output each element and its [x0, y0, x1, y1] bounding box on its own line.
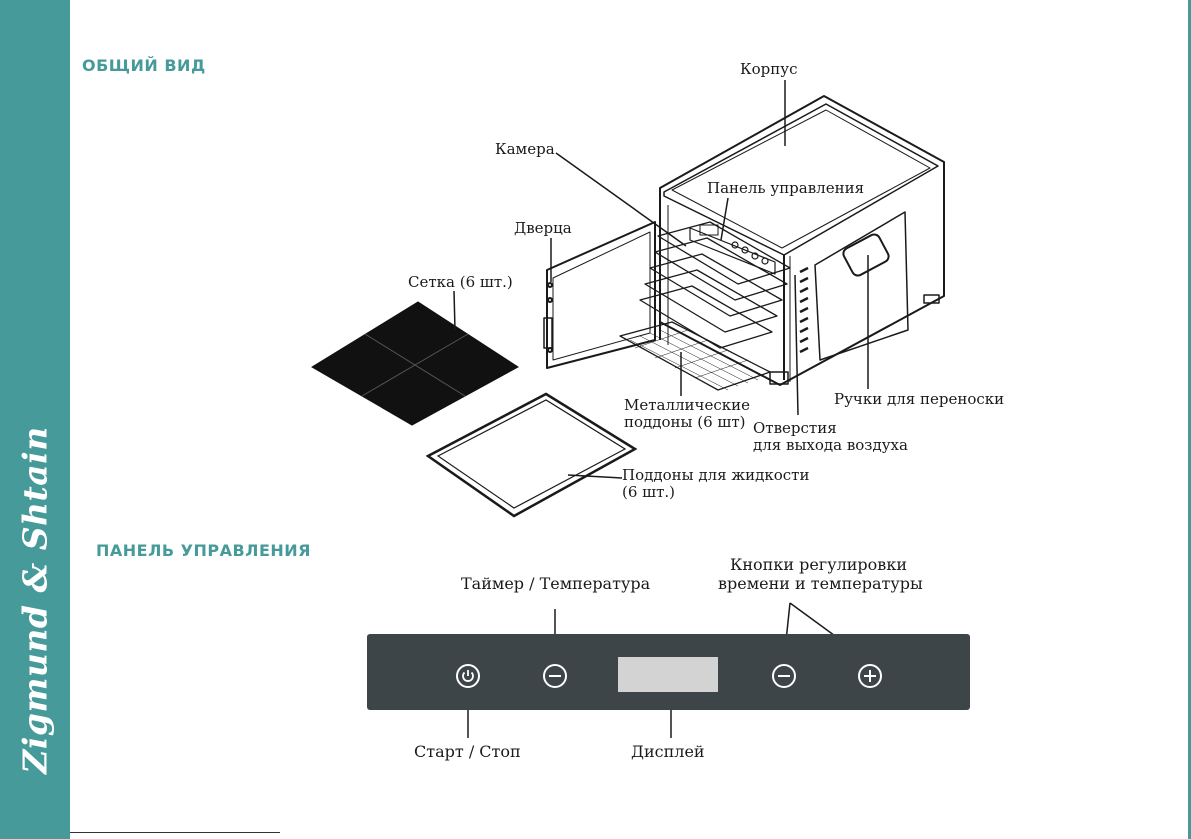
label-air-vents-2: для выхода воздуха [753, 437, 908, 454]
liquid-tray [428, 394, 635, 516]
label-air-vents-1: Отверстия [753, 420, 837, 437]
label-mesh: Сетка (6 шт.) [408, 274, 513, 291]
label-body: Корпус [740, 61, 797, 78]
display-screen [618, 657, 718, 692]
label-display: Дисплей [631, 743, 705, 760]
timer-temp-minus-icon[interactable] [543, 664, 567, 688]
label-metal-trays-2: поддоны (6 шт) [624, 414, 746, 431]
label-adjust-2: времени и температуры [718, 575, 923, 592]
label-liquid-trays-1: Поддоны для жидкости [622, 467, 809, 484]
label-chamber: Камера [495, 141, 555, 158]
side-panel [815, 212, 908, 360]
label-handles: Ручки для переноски [834, 391, 1004, 408]
label-timer-temp: Таймер / Температура [461, 575, 650, 592]
footer-rule [70, 832, 280, 833]
decrease-minus-icon[interactable] [772, 664, 796, 688]
mesh-sheet [312, 302, 518, 425]
label-door: Дверца [514, 220, 572, 237]
power-icon[interactable] [456, 664, 480, 688]
label-adjust-1: Кнопки регулировки [730, 556, 907, 573]
metal-trays [620, 222, 790, 390]
label-start-stop: Старт / Стоп [414, 743, 521, 760]
increase-plus-icon[interactable] [858, 664, 882, 688]
label-liquid-trays-2: (6 шт.) [622, 484, 675, 501]
label-control-panel: Панель управления [707, 180, 864, 197]
control-panel [367, 634, 970, 710]
carry-handle [841, 232, 890, 277]
air-vents [800, 268, 808, 352]
label-metal-trays-1: Металлические [624, 397, 750, 414]
